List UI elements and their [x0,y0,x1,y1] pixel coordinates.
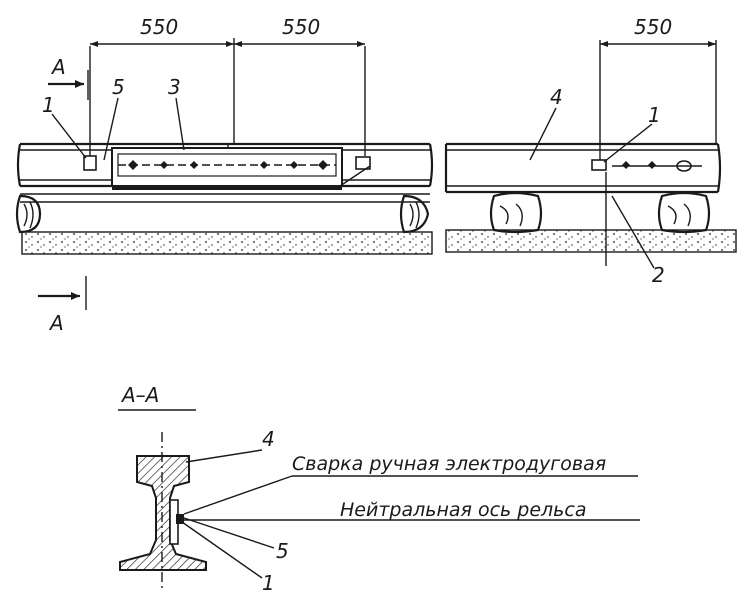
rail-profile [119,455,207,571]
section-mark-top: А [50,55,66,79]
callout-right-1: 1 [648,103,661,127]
section-title: А–А [120,383,159,407]
callout-section-1: 1 [262,571,275,595]
right-ballast [445,229,737,253]
neutral-axis-note: Нейтральная ось рельса [340,499,586,521]
section-mark-bottom: А [48,311,64,335]
right-rail-body [444,142,722,194]
splice-bar [111,147,343,190]
welding-leader [183,475,293,515]
dim-right: 550 [634,15,672,39]
section-a-a: А–А Сварка ручная электродуговая Нейтрал… [118,383,640,595]
right-sleeper-2 [657,191,711,234]
callout-left-3: 3 [168,75,181,99]
callout-section-4: 4 [262,427,275,451]
left-rail-assembly: 550 550 1 5 3 А А [15,15,434,335]
splice-bolt-row [128,160,328,170]
right-sleeper-1 [489,191,543,234]
callout-section-5: 5 [276,539,289,563]
left-ballast [21,231,433,255]
left-connector-far [355,156,371,170]
right-rail-assembly: 550 4 1 2 [444,15,737,287]
weld-connector [176,514,184,524]
left-dimensions [89,41,366,156]
left-rail-base [20,193,430,203]
callout-right-2: 2 [652,263,665,287]
callout-left-5: 5 [112,75,125,99]
left-sleeper-1 [15,194,42,234]
dim-left-first: 550 [140,15,178,39]
dim-left-second: 550 [282,15,320,39]
left-sleeper-2 [399,194,430,234]
right-dimensions [599,40,717,266]
welding-note: Сварка ручная электродуговая [292,453,606,475]
right-connector [591,159,607,171]
callout-left-1: 1 [42,93,55,117]
callout-right-4: 4 [550,85,563,109]
